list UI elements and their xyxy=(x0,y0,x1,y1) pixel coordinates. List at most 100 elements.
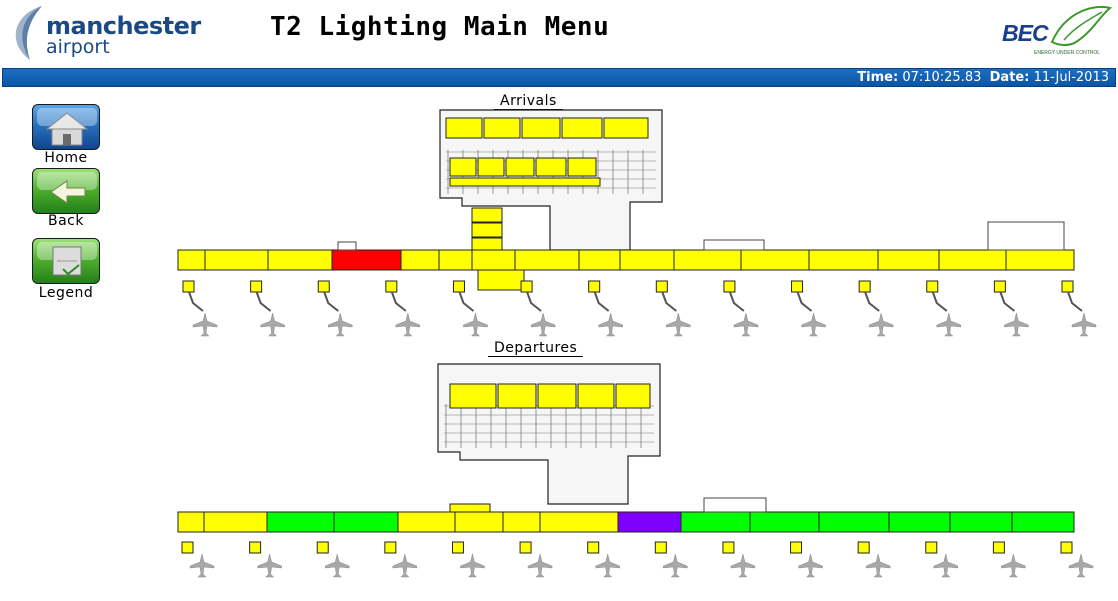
back-button[interactable] xyxy=(32,168,100,214)
arrivals-terminal-zone-13[interactable] xyxy=(471,222,503,238)
time-value: 07:10:25.83 xyxy=(902,70,982,85)
arrivals-gate-13[interactable] xyxy=(993,280,1029,337)
legend-button[interactable] xyxy=(32,238,100,284)
plane-icon xyxy=(1001,553,1026,578)
departures-gate-4[interactable] xyxy=(384,541,418,578)
arrivals-pier-zone-3[interactable] xyxy=(267,249,333,271)
arrivals-terminal-zone-6[interactable] xyxy=(449,157,477,177)
arrivals-pier-zone-14[interactable] xyxy=(877,249,940,271)
arrivals-pier-zone-11[interactable] xyxy=(673,249,742,271)
departures-gate-12[interactable] xyxy=(925,541,959,578)
plane-icon xyxy=(257,553,282,578)
arrivals-gate-2[interactable] xyxy=(250,280,285,337)
departures-terminal-zone-2[interactable] xyxy=(497,383,537,409)
arrivals-terminal-zone-10[interactable] xyxy=(567,157,597,177)
arrivals-pier-zone-6[interactable] xyxy=(438,249,473,271)
arrivals-gate-5[interactable] xyxy=(452,280,488,337)
arrivals-pier-zone-7[interactable] xyxy=(471,249,516,271)
arrivals-gate-1[interactable] xyxy=(182,280,218,337)
departures-pier-zone-15[interactable] xyxy=(1011,511,1075,533)
departures-terminal-zone-5[interactable] xyxy=(615,383,651,409)
departures-pier-zone-2[interactable] xyxy=(203,511,268,533)
arrivals-terminal-zone-4[interactable] xyxy=(561,117,603,139)
arrivals-pier-zone-5[interactable] xyxy=(400,249,440,271)
plane-icon xyxy=(189,553,215,578)
departures-gate-8[interactable] xyxy=(654,541,688,578)
date-value: 11-Jul-2013 xyxy=(1033,70,1109,85)
departures-pier-zone-7[interactable] xyxy=(502,511,541,533)
departures-pier-zone-10[interactable] xyxy=(680,511,751,533)
arrivals-pier-zone-1[interactable] xyxy=(177,249,206,271)
arrivals-gate-3[interactable] xyxy=(317,280,353,337)
arrivals-gate-12[interactable] xyxy=(926,280,962,337)
arrivals-terminal-zone-7[interactable] xyxy=(477,157,505,177)
arrivals-terminal-zone-1[interactable] xyxy=(445,117,483,139)
plane-icon xyxy=(327,312,353,337)
departures-pier-zone-4[interactable] xyxy=(333,511,399,533)
departures-pier-zone-12[interactable] xyxy=(818,511,890,533)
arrivals-gate-8[interactable] xyxy=(655,280,691,337)
departures-pier-zone-9[interactable] xyxy=(617,511,682,533)
departures-gate-5[interactable] xyxy=(451,541,485,578)
arrivals-gate-11[interactable] xyxy=(858,280,894,337)
arrivals-pier-zone-2[interactable] xyxy=(204,249,269,271)
plane-icon xyxy=(801,312,826,337)
arrivals-pier-zone-13[interactable] xyxy=(808,249,879,271)
arrivals-gate-10[interactable] xyxy=(791,280,826,337)
departures-terminal-zone-3[interactable] xyxy=(537,383,577,409)
departures-gate-11[interactable] xyxy=(857,541,891,578)
legend-panel-icon xyxy=(37,242,97,276)
departures-terminal-zone-1[interactable] xyxy=(449,383,497,409)
home-button[interactable] xyxy=(32,104,100,150)
departures-pier-zone-3[interactable] xyxy=(266,511,335,533)
arrivals-pier-zone-10[interactable] xyxy=(619,249,675,271)
plane-icon xyxy=(463,312,488,337)
departures-pier-zone-1[interactable] xyxy=(177,511,205,533)
arrivals-terminal-zone-9[interactable] xyxy=(535,157,567,177)
departures-gate-1[interactable] xyxy=(181,541,215,578)
arrivals-terminal-zone-14[interactable] xyxy=(471,237,503,251)
departures-gate-6[interactable] xyxy=(519,541,553,578)
bec-logo-text: BEC xyxy=(1002,20,1049,46)
plane-icon xyxy=(595,553,620,578)
arrivals-pier-zone-15[interactable] xyxy=(938,249,1007,271)
datetime-readout: Time: 07:10:25.83 Date: 11-Jul-2013 xyxy=(857,69,1109,86)
arrivals-terminal-zone-3[interactable] xyxy=(521,117,561,139)
plane-icon xyxy=(392,553,418,578)
departures-pier-zone-5[interactable] xyxy=(397,511,456,533)
arrivals-terminal-zone-2[interactable] xyxy=(483,117,521,139)
departures-gate-14[interactable] xyxy=(1060,541,1094,578)
arrivals-gate-6[interactable] xyxy=(520,280,556,337)
arrivals-pier-zone-8[interactable] xyxy=(514,249,580,271)
plane-icon xyxy=(936,312,962,337)
arrivals-terminal-zone-12[interactable] xyxy=(471,207,503,223)
arrivals-gate-7[interactable] xyxy=(588,280,623,337)
departures-pier-zone-6[interactable] xyxy=(454,511,504,533)
arrivals-pier xyxy=(177,221,1075,291)
arrivals-gate-14[interactable] xyxy=(1061,280,1097,337)
arrivals-terminal-zone-11[interactable] xyxy=(449,177,601,187)
plane-icon xyxy=(395,312,421,337)
departures-gate-2[interactable] xyxy=(249,541,282,578)
departures-gate-13[interactable] xyxy=(992,541,1026,578)
arrivals-gate-4[interactable] xyxy=(385,280,421,337)
arrivals-pier-zone-4[interactable] xyxy=(331,249,402,271)
departures-pier-zone-8[interactable] xyxy=(539,511,619,533)
departures-gate-7[interactable] xyxy=(587,541,620,578)
arrivals-pier-zone-12[interactable] xyxy=(740,249,810,271)
arrivals-terminal-plan xyxy=(439,109,663,251)
departures-pier-zone-11[interactable] xyxy=(749,511,820,533)
departures-gate-10[interactable] xyxy=(790,541,823,578)
departures-pier-zone-13[interactable] xyxy=(888,511,951,533)
departures-gate-3[interactable] xyxy=(316,541,350,578)
arrivals-pier-zone-9[interactable] xyxy=(578,249,621,271)
departures-pier-zone-14[interactable] xyxy=(949,511,1013,533)
arrivals-gate-9[interactable] xyxy=(723,280,759,337)
arrivals-terminal-zone-8[interactable] xyxy=(505,157,535,177)
house-icon xyxy=(37,108,97,146)
arrivals-pier-zone-16[interactable] xyxy=(1005,249,1075,271)
arrivals-terminal-zone-5[interactable] xyxy=(603,117,649,139)
departures-terminal-zone-4[interactable] xyxy=(577,383,615,409)
departures-gate-9[interactable] xyxy=(722,541,756,578)
